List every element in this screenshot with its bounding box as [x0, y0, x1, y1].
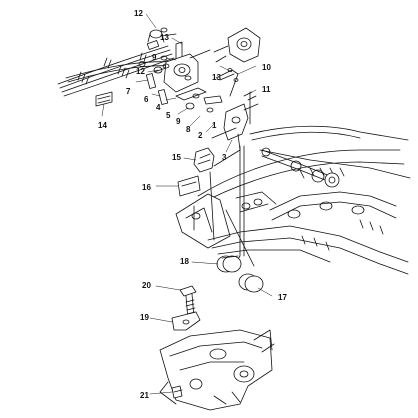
- small-parts-stack: [138, 55, 170, 89]
- callout-8: 8: [186, 125, 191, 134]
- callout-2: 2: [198, 131, 203, 140]
- callout-9: 9: [152, 53, 157, 62]
- leader-lines: [101, 13, 273, 395]
- control-cables: [57, 45, 177, 97]
- callout-12-mid: 12: [136, 67, 145, 76]
- throttle-bracket: [213, 27, 261, 63]
- callout-labels: 12 13 9 12 7 6 4 5 9 8 2 1 13 10 11 3 14…: [98, 9, 287, 400]
- nut-21: [171, 385, 183, 399]
- lower-housing: [159, 329, 275, 411]
- callout-20: 20: [142, 281, 151, 290]
- plate-14: [95, 91, 113, 107]
- callout-4: 4: [156, 103, 161, 112]
- plate-19: [171, 311, 201, 331]
- callout-21: 21: [140, 391, 149, 400]
- callout-5: 5: [166, 111, 171, 120]
- bolt-20: [179, 285, 197, 321]
- bracket-2: [223, 103, 259, 151]
- callout-15: 15: [172, 153, 181, 162]
- callout-6: 6: [144, 95, 149, 104]
- callout-10: 10: [262, 63, 271, 72]
- callout-11: 11: [262, 85, 271, 94]
- callout-7: 7: [126, 87, 131, 96]
- control-lever-assembly: [153, 41, 211, 93]
- link-parts: [157, 87, 223, 113]
- callout-13-top: 13: [160, 33, 169, 42]
- callout-16: 16: [142, 183, 151, 192]
- callout-3: 3: [222, 153, 227, 162]
- callout-12-top: 12: [134, 9, 143, 18]
- block-16: [177, 175, 201, 197]
- callout-13-right: 13: [212, 73, 221, 82]
- mount-18: [216, 255, 242, 273]
- callout-19: 19: [140, 313, 149, 322]
- cable-joint-upper: [146, 27, 177, 50]
- friction-shaft: [261, 147, 340, 188]
- main-frame: [175, 125, 411, 275]
- pin-3: [211, 127, 237, 139]
- mount-17: [238, 273, 264, 293]
- callout-9-lower: 9: [176, 117, 181, 126]
- callout-14: 14: [98, 121, 107, 130]
- callout-1: 1: [212, 121, 217, 130]
- callout-18: 18: [180, 257, 189, 266]
- throttle-rod: [215, 68, 239, 97]
- block-15: [193, 147, 215, 173]
- callout-17: 17: [278, 293, 287, 302]
